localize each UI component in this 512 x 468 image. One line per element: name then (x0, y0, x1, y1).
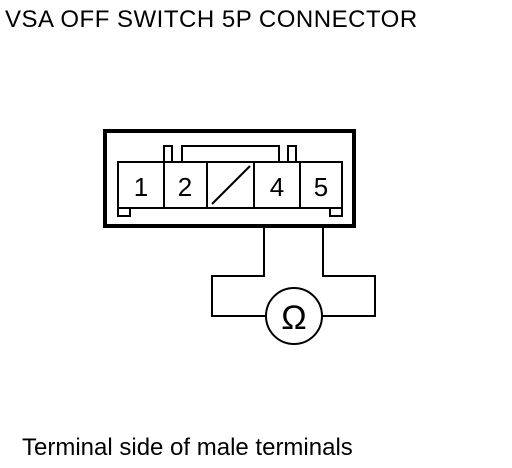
connector-housing (103, 129, 356, 228)
diagram-title: VSA OFF SWITCH 5P CONNECTOR (5, 6, 418, 33)
guide-notch-left (117, 207, 131, 217)
blank-terminal-slash (211, 165, 251, 205)
ohmmeter-circle (265, 287, 323, 345)
diagram-caption: Terminal side of male terminals (22, 434, 353, 461)
terminal-4-label: 4 (270, 172, 284, 202)
terminal-1-label: 1 (134, 172, 148, 202)
terminal-5-label: 5 (314, 172, 328, 202)
probe-wire-terminal-4 (211, 226, 266, 317)
ohm-symbol: Ω (281, 299, 306, 337)
lock-tab-left (163, 145, 173, 163)
lock-bar (181, 145, 280, 162)
guide-notch-right (329, 207, 343, 217)
terminal-row (117, 161, 343, 209)
terminal-2-label: 2 (178, 172, 192, 202)
probe-wire-terminal-5 (322, 226, 376, 317)
lock-tab-right (287, 145, 297, 163)
